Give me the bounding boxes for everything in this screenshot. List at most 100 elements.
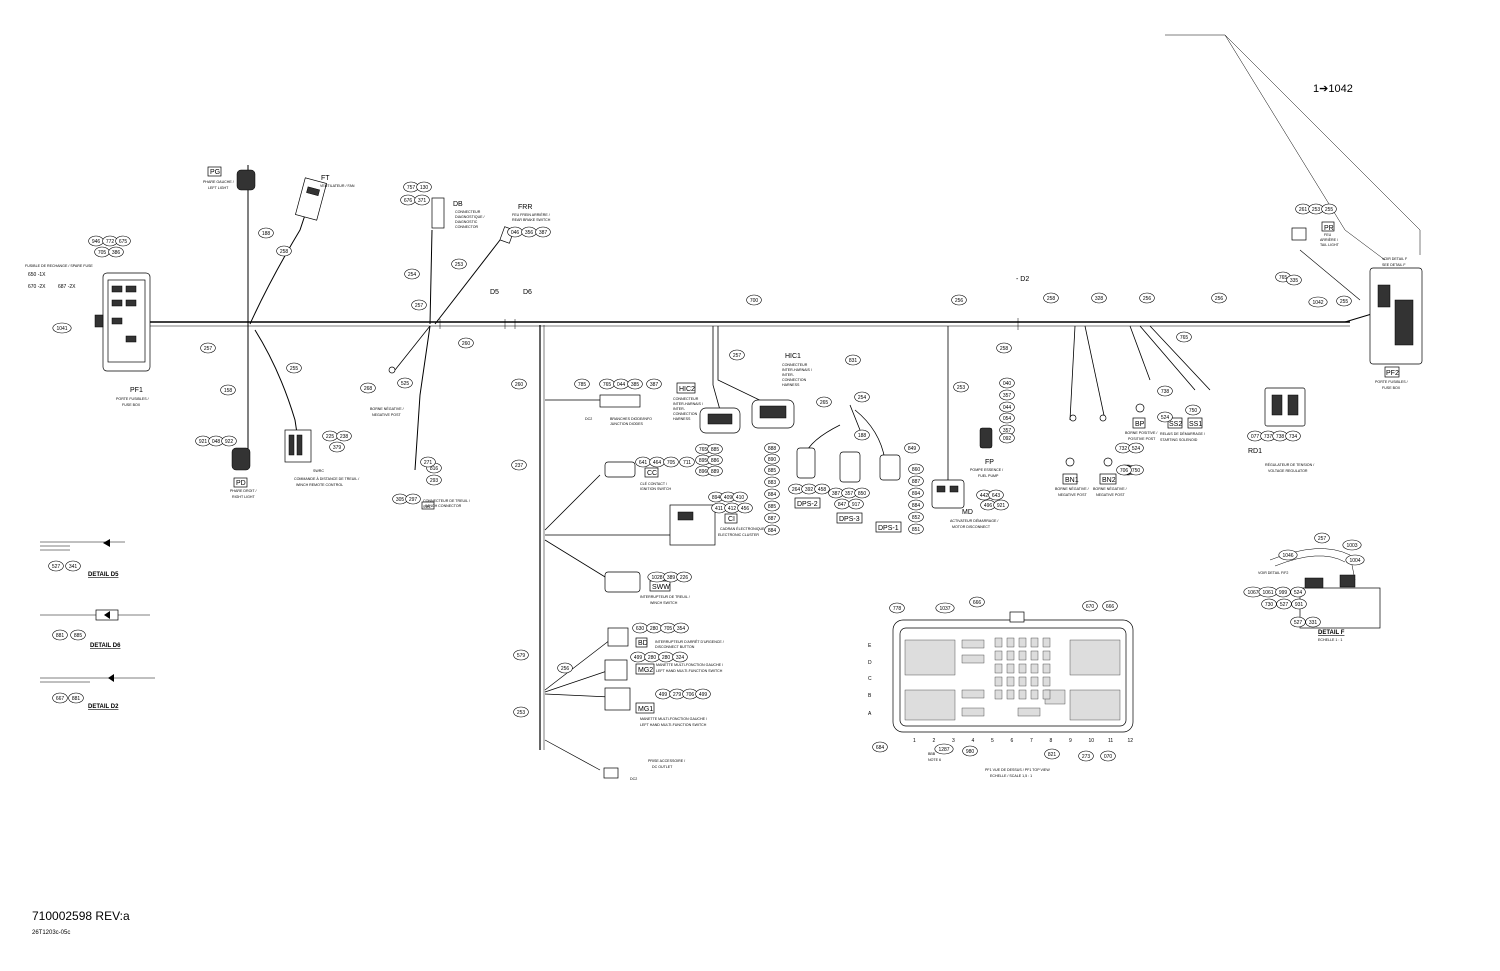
pr-caption-2: ARRIÈRE / (1320, 237, 1338, 242)
ref-bubble: 641 (635, 456, 651, 468)
ref-bubble-label: 046 (511, 230, 520, 236)
ref-bubble-label: 881 (72, 696, 81, 702)
ref-bubble: 1037 (935, 602, 955, 614)
ref-bubble: 188 (258, 227, 274, 239)
ref-bubble: 226 (676, 571, 692, 583)
bn1-code: BN1 (1065, 477, 1079, 484)
ref-bubble-label: 297 (409, 497, 418, 503)
ref-bubble: 188 (854, 429, 870, 441)
fuse-slot (1030, 650, 1039, 661)
ref-bubble: 527 (1276, 598, 1292, 610)
bp-caption-1: BORNE POSITIVE / (1125, 431, 1157, 435)
hic2-caption-1: CONNECTEUR (673, 397, 699, 401)
ref-bubble: 387 (535, 226, 551, 238)
ref-bubble-label: 667 (56, 696, 65, 702)
ref-bubble-label: 711 (683, 460, 691, 466)
ss1-code: SS1 (1189, 421, 1202, 428)
ref-bubble: 524 (1290, 586, 1306, 598)
winch-switch-sww: SWW INTERRUPTEUR DE TREUIL / WINCH SWITC… (604, 571, 690, 605)
ref-bubble-label: 1067 (1247, 590, 1258, 596)
dc-caption-2: JUNCTION DIODES (610, 422, 644, 426)
ref-bubble-label: 253 (957, 385, 966, 391)
ref-bubble: 999 (1275, 586, 1291, 598)
ref-bubble: 705 (660, 622, 676, 634)
ref-bubble: 888 (764, 442, 780, 454)
ref-bubble-label: 816 (430, 466, 439, 472)
fuse-slot (1030, 676, 1039, 687)
ref-bubble: 040 (999, 377, 1015, 389)
see-detail-f-2: SEE DETAIL F (1382, 263, 1406, 267)
ref-bubble: 885 (707, 443, 723, 455)
ref-bubble-label: 499 (634, 655, 643, 661)
pd-caption-1: PHARE DROIT / (230, 489, 257, 493)
ref-bubble: 847 (834, 498, 850, 510)
ref-bubble-label: 765 (699, 447, 708, 453)
ref-bubble-label: 268 (364, 386, 373, 392)
ref-bubble-label: 044 (1003, 405, 1012, 411)
left-light-pg: PG PHARE GAUCHE / LEFT LIGHT (203, 166, 256, 191)
ref-bubble: 225 (322, 430, 338, 442)
ss-caption-1: RELAIS DE DÉMARRAGE / (1160, 431, 1205, 436)
ref-bubble-label: 409 (724, 495, 733, 501)
ref-bubble-label: 946 (92, 239, 101, 245)
ref-bubble: 260 (458, 337, 474, 349)
negative-post-bn1: BN1 BORNE NÉGATIVE / NEGATIVE POST (1055, 414, 1089, 497)
fuse-slot (1006, 637, 1015, 648)
ref-bubble: 341 (65, 560, 81, 572)
ref-bubble: 757 (403, 181, 419, 193)
fuse-slot (1006, 676, 1015, 687)
voltage-regulator-rd1: RD1 RÉGULATEUR DE TENSION / VOLTAGE REGU… (1248, 387, 1314, 473)
ref-bubble-label: 442 (980, 493, 989, 499)
diode-junction-dc: DC2 BRANCHES DIODE/INFO JUNCTION DIODES (585, 394, 652, 426)
ci-caption-1: CADRAN ÉLECTRONIQUE / (720, 526, 767, 531)
starting-solenoid-ss: SS2 SS1 RELAIS DE DÉMARRAGE / STARTING S… (1160, 417, 1205, 442)
fuse-slot (1042, 689, 1051, 700)
ref-bubble: 130 (416, 181, 432, 193)
pr-code: PR (1324, 225, 1334, 232)
ref-bubble-label: 851 (912, 527, 921, 533)
ref-bubble-label: 524 (1132, 446, 1141, 452)
bn-main-caption-1: BORNE NÉGATIVE / (370, 406, 404, 411)
ref-bubble: 280 (658, 651, 674, 663)
cc-code: CC (647, 470, 657, 477)
ref-bubble: 1041 (52, 322, 72, 334)
ref-bubble: 271 (420, 456, 436, 468)
ref-bubble-label: 884 (768, 528, 777, 534)
fuse-grid (994, 637, 1051, 700)
md-caption-1: ACTIVATEUR DÉMARRAGE / (950, 518, 998, 523)
ref-bubble-label: 849 (908, 446, 917, 452)
ref-bubble-label: 860 (912, 467, 921, 473)
sww-caption-2: WINCH SWITCH (650, 601, 678, 605)
ref-bubble-label: 527 (52, 564, 61, 570)
ref-bubble: 738 (1272, 430, 1288, 442)
ref-bubble-label: 293 (430, 478, 439, 484)
ref-bubble: 852 (908, 511, 924, 523)
ref-bubble-label: 738 (1161, 389, 1170, 395)
ref-bubble: 324 (672, 651, 688, 663)
fuse-slot (994, 676, 1003, 687)
hic2-caption-4: CONNECTION (673, 412, 698, 416)
ref-bubble: 883 (764, 476, 780, 488)
ref-bubble: 257 (1314, 532, 1330, 544)
ref-bubble: 253 (953, 381, 969, 393)
ref-bubble: 885 (70, 629, 86, 641)
fuse-slot (994, 650, 1003, 661)
ref-bubble: 254 (404, 268, 420, 280)
ref-bubble-label: 641 (639, 460, 648, 466)
ref-bubble: 1061 (1258, 586, 1278, 598)
ref-bubble: 675 (115, 235, 131, 247)
ref-bubble: 260 (511, 378, 527, 390)
fuse-slot (1018, 663, 1027, 674)
bp-caption-2: POSITIVE POST (1128, 437, 1156, 441)
ref-bubble-label: 737 (1264, 434, 1273, 440)
ref-bubble: 256 (951, 294, 967, 306)
ref-bubble: 254 (854, 391, 870, 403)
ref-bubble-label: 048 (212, 439, 221, 445)
ref-bubble-label: 705 (98, 250, 107, 256)
ref-bubble-label: 188 (858, 433, 867, 439)
hic1-code: HIC1 (785, 353, 801, 360)
pf1-column-8: 8 (1050, 738, 1053, 744)
ref-bubble: 048 (208, 435, 224, 447)
